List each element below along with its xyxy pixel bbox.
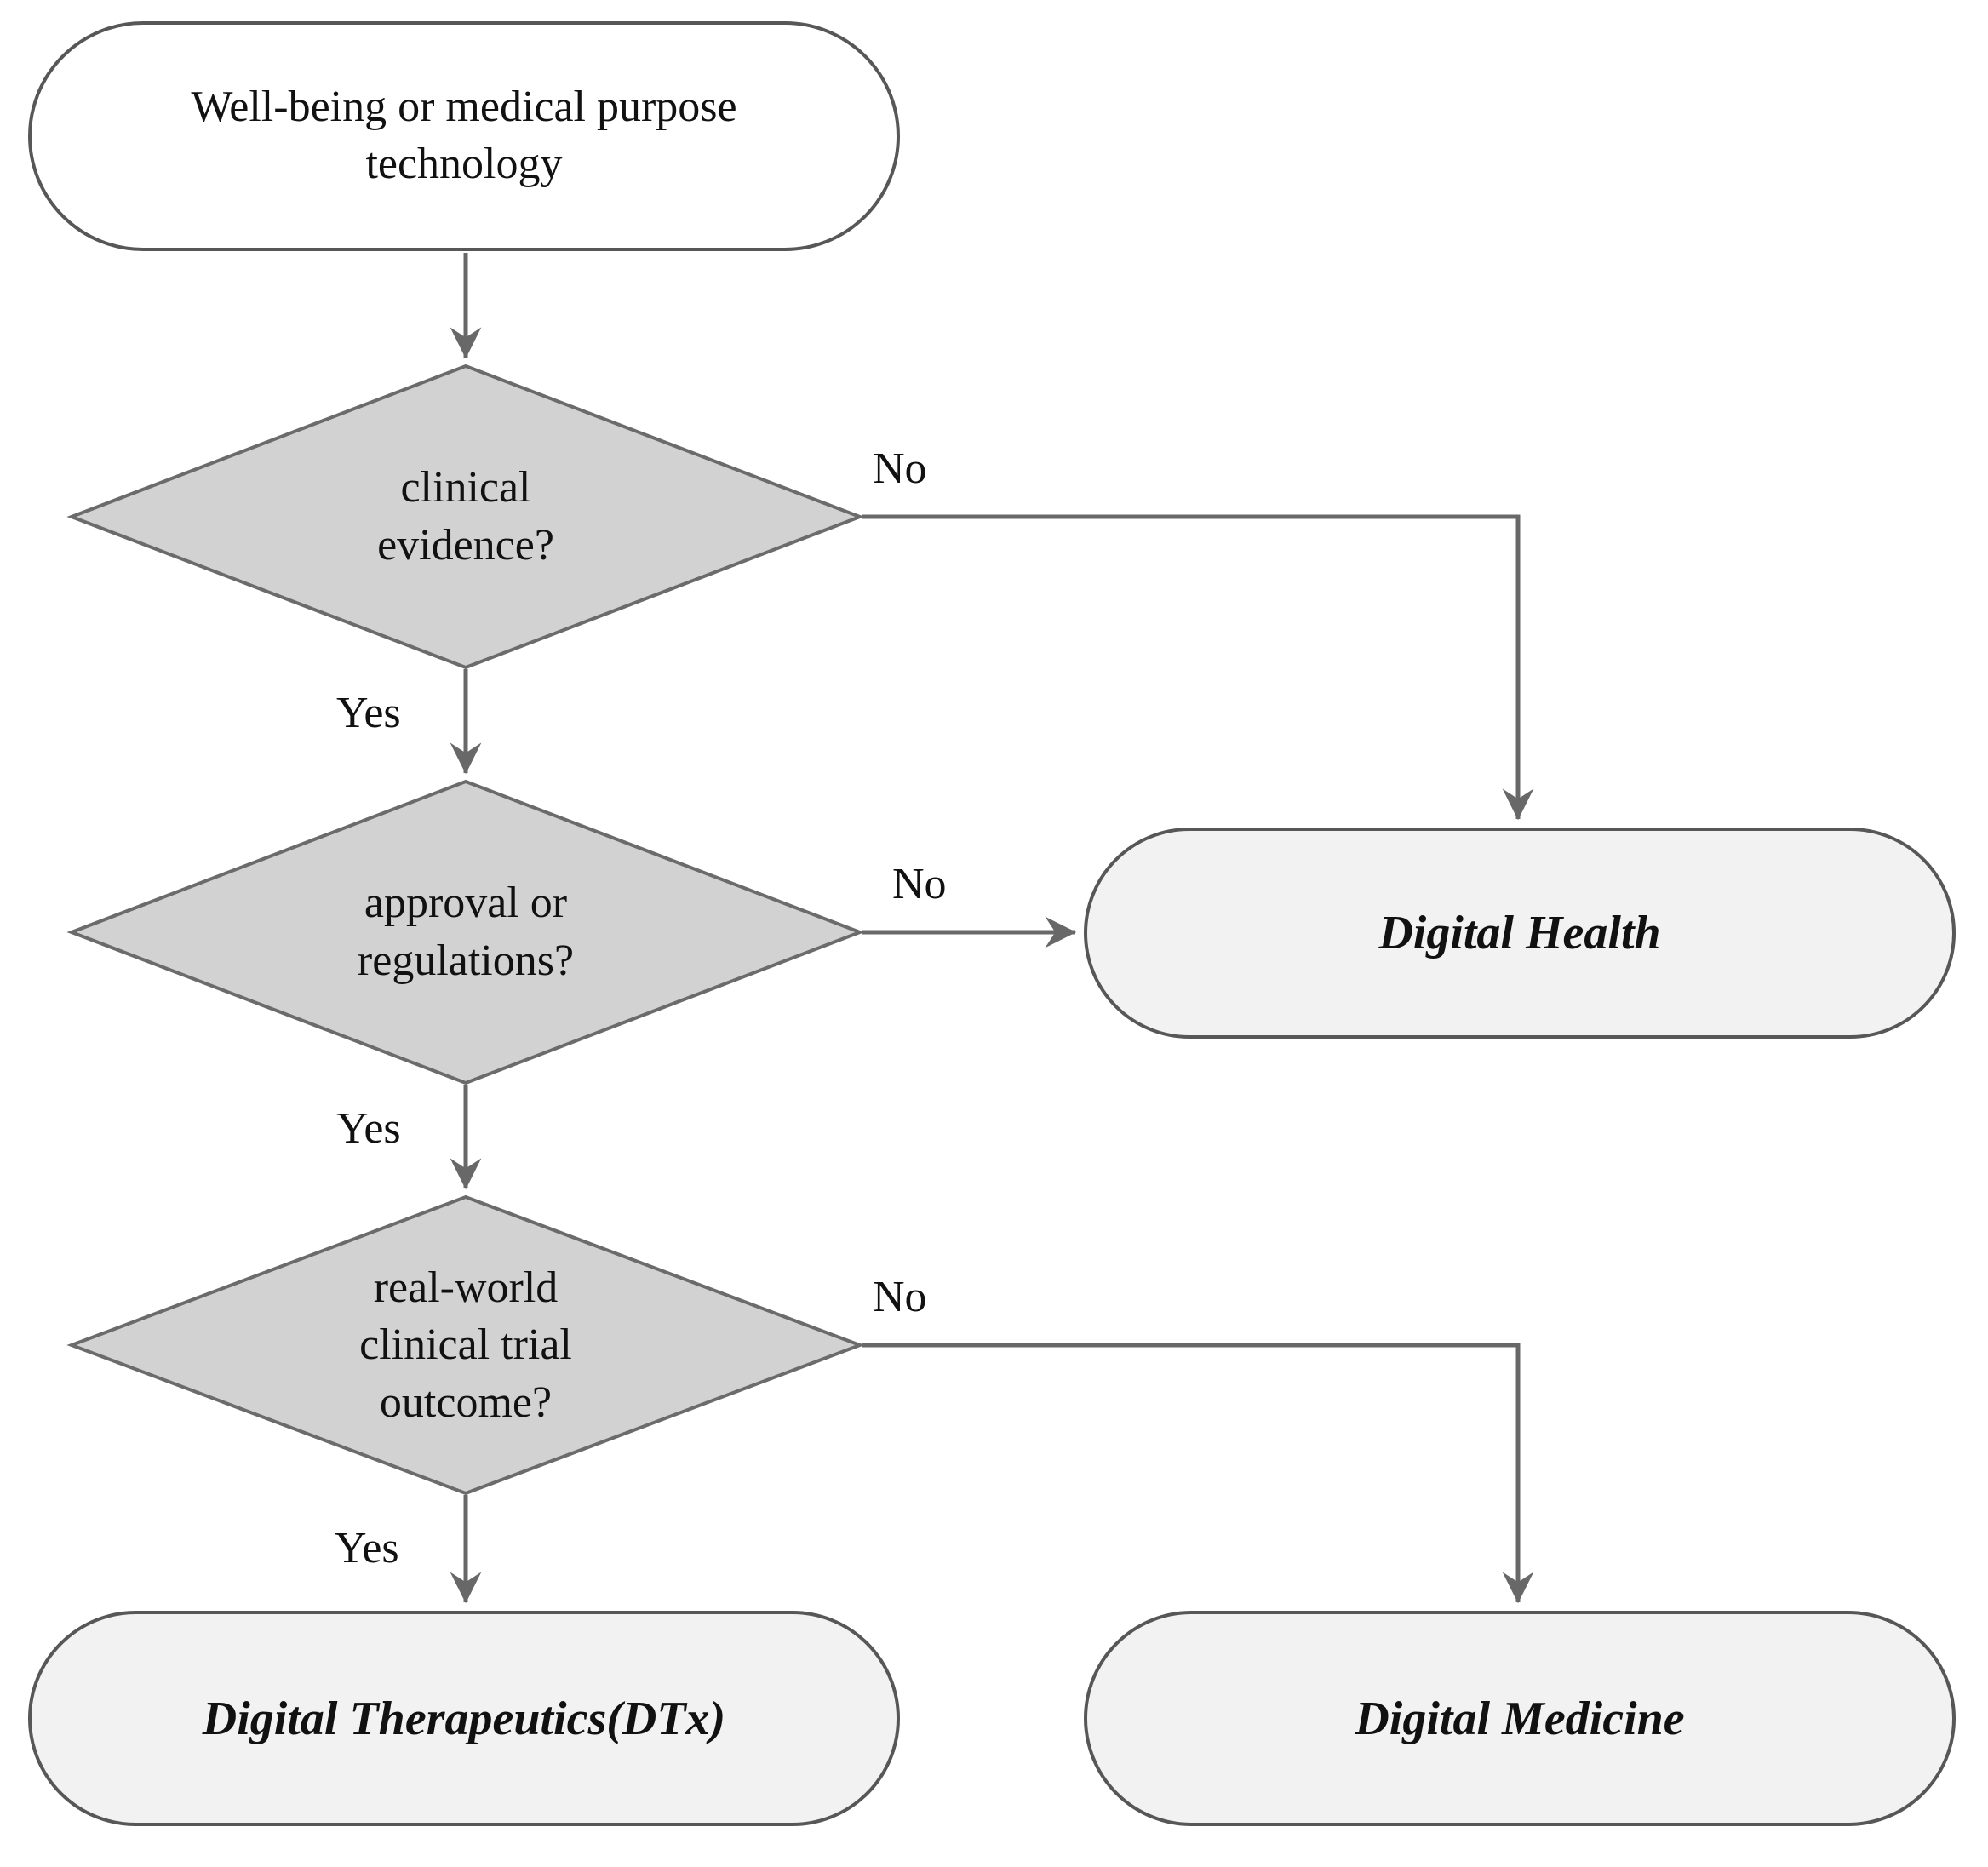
node-digital-health: Digital Health <box>1084 828 1956 1039</box>
edge-clinical-evidence-no-to-digital-health <box>862 514 1534 821</box>
edge-label-clinical-evidence-no: No <box>873 444 927 493</box>
decision-real-world-outcome-shape <box>66 1194 865 1496</box>
node-digital-medicine: Digital Medicine <box>1084 1611 1956 1826</box>
node-start-label: Well-being or medical purpose technology <box>191 83 737 188</box>
decision-approval-regulations-shape <box>66 779 865 1085</box>
node-start: Well-being or medical purpose technology <box>28 21 900 251</box>
node-digital-health-label: Digital Health <box>1378 907 1661 959</box>
edge-label-clinical-evidence-yes: Yes <box>336 689 401 737</box>
node-digital-therapeutics-label: Digital Therapeutics(DTx) <box>202 1692 726 1745</box>
edge-label-real-world-outcome-no: No <box>873 1273 927 1321</box>
edge-label-approval-regulations-no: No <box>892 860 947 908</box>
edge-label-approval-regulations-yes: Yes <box>336 1104 401 1153</box>
node-digital-medicine-label: Digital Medicine <box>1355 1692 1685 1745</box>
edge-label-real-world-outcome-yes: Yes <box>335 1524 399 1572</box>
edge-outcome-no-to-digital-medicine <box>862 1343 1534 1604</box>
decision-clinical-evidence-shape <box>66 364 865 670</box>
node-digital-therapeutics: Digital Therapeutics(DTx) <box>28 1611 900 1826</box>
